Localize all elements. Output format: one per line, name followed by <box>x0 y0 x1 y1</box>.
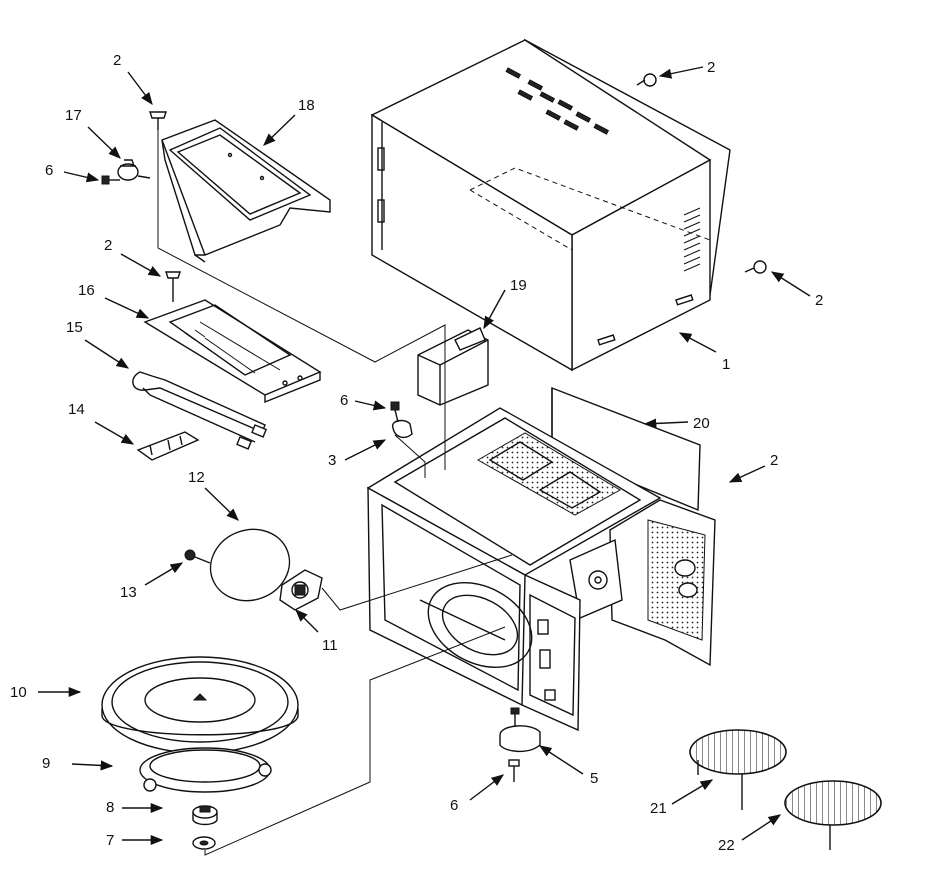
callout-labels: 2 17 18 6 2 16 15 14 12 13 11 10 9 8 7 2… <box>10 52 823 854</box>
rack-part-22 <box>784 780 882 850</box>
callout-6-screw-left: 6 <box>45 162 53 179</box>
screw-part-2-heater <box>165 271 181 302</box>
rack-part-21 <box>689 729 787 810</box>
callout-19-duct: 19 <box>510 277 527 294</box>
coupler-part-8 <box>192 805 218 826</box>
callout-20-rear-panel: 20 <box>693 415 710 432</box>
callout-18-bracket: 18 <box>298 97 315 114</box>
heater-cover-part-16 <box>143 299 322 404</box>
callout-6-motor-screw: 6 <box>450 797 458 814</box>
callout-2-screw-top: 2 <box>113 52 121 69</box>
top-perforated-area <box>476 432 621 516</box>
oven-chassis <box>366 407 716 732</box>
fuse-holder-part-3 <box>390 401 413 439</box>
cabinet-side-vents <box>683 207 701 272</box>
roller-ring-part-9 <box>139 747 272 793</box>
callout-5-motor: 5 <box>590 770 598 787</box>
bracket-part-18 <box>161 119 331 263</box>
callout-9-roller: 9 <box>42 755 50 772</box>
callout-2-screw-heater: 2 <box>104 237 112 254</box>
cabinet-top-vents <box>505 67 610 135</box>
callout-arrows <box>38 66 811 846</box>
thermal-sensor-part-17 <box>117 159 151 181</box>
callout-2-rear-screw: 2 <box>770 452 778 469</box>
screw-part-2-cabinet-right <box>744 260 767 274</box>
heater-element-part-15 <box>132 371 268 450</box>
turntable-tray-part-10 <box>101 656 299 754</box>
callout-7-washer: 7 <box>106 832 114 849</box>
duct-part-19 <box>417 327 489 406</box>
connection-lines <box>157 130 513 856</box>
callout-8-coupler: 8 <box>106 799 114 816</box>
callout-16-heater-cover: 16 <box>78 282 95 299</box>
callout-11-coupler: 11 <box>322 637 338 654</box>
clip-part-14 <box>136 431 200 461</box>
callout-13-screw: 13 <box>120 584 137 601</box>
stirrer-cover-part-12 <box>209 528 291 602</box>
screw-part-2-cabinet-top <box>636 73 657 87</box>
callout-22-rack: 22 <box>718 837 735 854</box>
screw-part-6-motor <box>508 759 520 782</box>
callout-21-rack: 21 <box>650 800 667 817</box>
screw-part-2-top <box>149 111 167 130</box>
callout-17-sensor: 17 <box>65 107 82 124</box>
washer-part-7 <box>192 836 216 850</box>
turntable-motor-part-5 <box>499 707 541 753</box>
callout-6-screw-fuse: 6 <box>340 392 348 409</box>
callout-15-heater: 15 <box>66 319 83 336</box>
coupler-part-11 <box>279 569 323 611</box>
callout-2-cabinet-top: 2 <box>707 59 715 76</box>
callout-1-cabinet: 1 <box>722 356 730 373</box>
callout-14-clip: 14 <box>68 401 85 418</box>
callout-10-tray: 10 <box>10 684 27 701</box>
callout-2-cabinet-right: 2 <box>815 292 823 309</box>
screw-part-13 <box>184 549 211 564</box>
callout-3-fuse-holder: 3 <box>328 452 336 469</box>
heater-cover-slots <box>184 321 281 374</box>
callout-12-cover: 12 <box>188 469 205 486</box>
outer-cabinet-part <box>370 38 731 372</box>
screw-part-6-left <box>101 175 120 185</box>
